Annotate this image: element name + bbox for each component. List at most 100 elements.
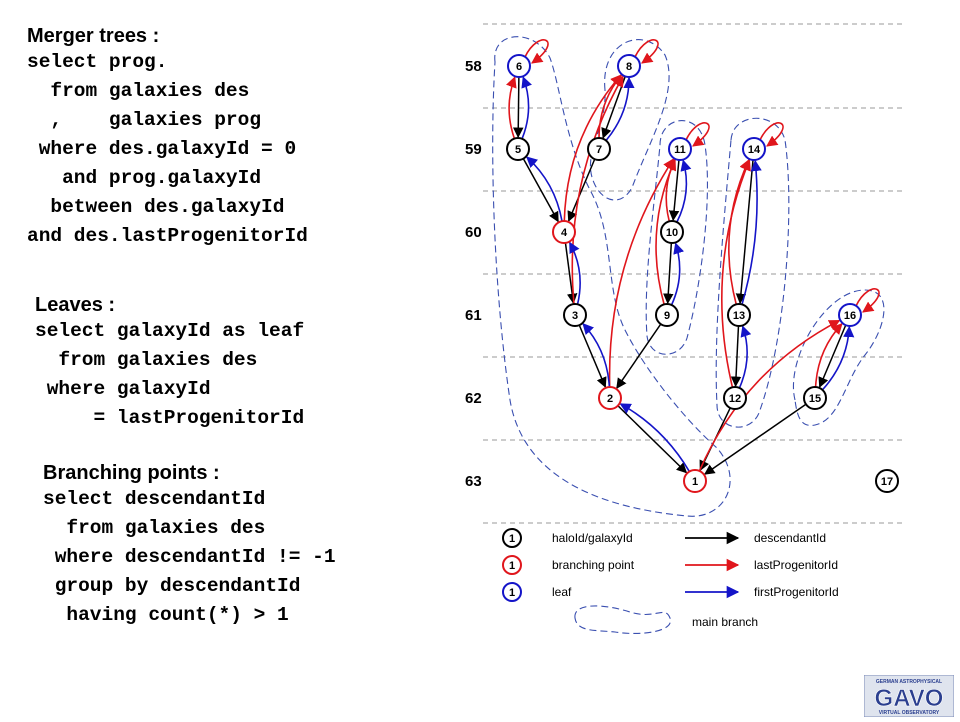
galaxy-node-label: 15 [809, 393, 821, 405]
galaxy-node-circle [727, 303, 751, 327]
branching-query-line: having count(*) > 1 [43, 604, 289, 626]
galaxy-node: 4 [552, 220, 576, 244]
main-branch-outline [645, 120, 708, 355]
branching-query-line: select descendantId [43, 488, 266, 510]
first-progenitor-edge [526, 156, 563, 222]
descendant-edge [730, 325, 742, 388]
leaves-query-line: from galaxies des [35, 349, 258, 371]
descendant-edge [668, 159, 680, 222]
first-progenitor-edge [619, 403, 691, 472]
branching-query-line: group by descendantId [43, 575, 301, 597]
logo-main-text: GAVO [875, 685, 944, 712]
galaxy-node: 7 [587, 137, 611, 161]
galaxy-node-label: 5 [515, 144, 521, 156]
galaxy-node: 16 [838, 303, 862, 327]
galaxy-node-label: 3 [572, 310, 578, 322]
main-branch-outline [793, 289, 885, 426]
snapshot-label: 59 [465, 141, 482, 158]
galaxy-node: 12 [723, 386, 747, 410]
first-progenitor-edge [670, 242, 685, 306]
legend-node-sample-label: 1 [509, 560, 515, 572]
merger-query-line: and prog.galaxyId [27, 167, 262, 189]
last-progenitor-self-loop [524, 39, 549, 64]
legend-node-sample [502, 528, 522, 548]
galaxy-node: 13 [727, 303, 751, 327]
leaves-title: Leaves : [35, 294, 116, 316]
last-progenitor-self-loop [855, 288, 880, 313]
galaxy-node-circle [683, 469, 707, 493]
galaxy-node: 8 [617, 54, 641, 78]
galaxy-node: 10 [660, 220, 684, 244]
galaxy-node-circle [723, 386, 747, 410]
descendant-edge [663, 242, 674, 305]
galaxy-node-label: 10 [666, 227, 678, 239]
merger-query-line: between des.galaxyId [27, 196, 285, 218]
last-progenitor-self-loop [685, 122, 710, 147]
main-branch-outline [590, 39, 670, 201]
galaxy-node-circle [838, 303, 862, 327]
branching-points-query: Branching points : select descendantId f… [43, 461, 336, 630]
branching-query-line: from galaxies des [43, 517, 266, 539]
galaxy-node: 11 [668, 137, 692, 161]
galaxy-node-label: 12 [729, 393, 741, 405]
galaxy-node-circle [668, 137, 692, 161]
first-progenitor-edge [521, 76, 532, 140]
galaxy-node: 17 [875, 469, 899, 493]
descendant-edge [567, 158, 596, 222]
galaxy-node: 3 [563, 303, 587, 327]
descendant-edge [704, 403, 807, 475]
galaxy-node-label: 6 [516, 61, 522, 73]
legend-node-sample-label: 1 [509, 533, 515, 545]
galaxy-node-circle [803, 386, 827, 410]
merger-query-line: , galaxies prog [27, 109, 262, 131]
galaxy-node-circle [552, 220, 576, 244]
first-progenitor-edge [569, 241, 581, 305]
first-progenitor-edge [676, 159, 692, 223]
last-progenitor-edge [563, 74, 622, 222]
descendant-edge [735, 159, 754, 305]
merger-query-line: and des.lastProgenitorId [27, 225, 308, 247]
legend-node-sample [502, 555, 522, 575]
galaxy-node-label: 16 [844, 310, 856, 322]
first-progenitor-edge [738, 325, 752, 389]
galaxy-node-label: 4 [561, 227, 568, 239]
descendant-edge [522, 158, 559, 223]
galaxy-node-circle [655, 303, 679, 327]
merger-trees-title: Merger trees : [27, 25, 160, 47]
last-progenitor-edge [698, 319, 841, 472]
leaves-query-line: select galaxyId as leaf [35, 320, 305, 342]
leaves-query-line: = lastProgenitorId [35, 407, 305, 429]
galaxy-node-circle [506, 137, 530, 161]
legend-edge-label: lastProgenitorId [754, 558, 838, 572]
merger-query-line: where des.galaxyId = 0 [27, 138, 297, 160]
galaxy-node-label: 11 [674, 144, 686, 156]
descendant-edge [513, 76, 524, 139]
last-progenitor-edge [720, 159, 751, 388]
legend-edge-label: descendantId [754, 531, 826, 545]
first-progenitor-edge [741, 159, 762, 305]
leaves-query-line: where galaxyId [35, 378, 211, 400]
last-progenitor-edge [814, 323, 843, 388]
galaxy-node: 14 [742, 137, 766, 161]
galaxy-node-label: 1 [692, 476, 698, 488]
legend-edge-label: firstProgenitorId [754, 585, 839, 599]
first-progenitor-edge [821, 325, 855, 391]
branching-points-title: Branching points : [43, 462, 220, 484]
gavo-logo: GERMAN ASTROPHYSICAL GAVO VIRTUAL OBSERV… [863, 674, 955, 718]
last-progenitor-self-loop [759, 122, 784, 147]
merger-trees-query: Merger trees : select prog. from galaxie… [27, 24, 308, 251]
first-progenitor-edge [605, 76, 635, 142]
galaxy-node-circle [742, 137, 766, 161]
galaxy-node-circle [563, 303, 587, 327]
last-progenitor-edge [728, 158, 750, 305]
galaxy-node-circle [587, 137, 611, 161]
merger-query-line: select prog. [27, 51, 168, 73]
last-progenitor-edge [506, 76, 517, 139]
galaxy-node-circle [507, 54, 531, 78]
galaxy-node-circle [660, 220, 684, 244]
snapshot-label: 62 [465, 390, 482, 407]
last-progenitor-edge [655, 158, 677, 305]
galaxy-node-label: 14 [748, 144, 761, 156]
last-progenitor-self-loop [634, 39, 659, 64]
